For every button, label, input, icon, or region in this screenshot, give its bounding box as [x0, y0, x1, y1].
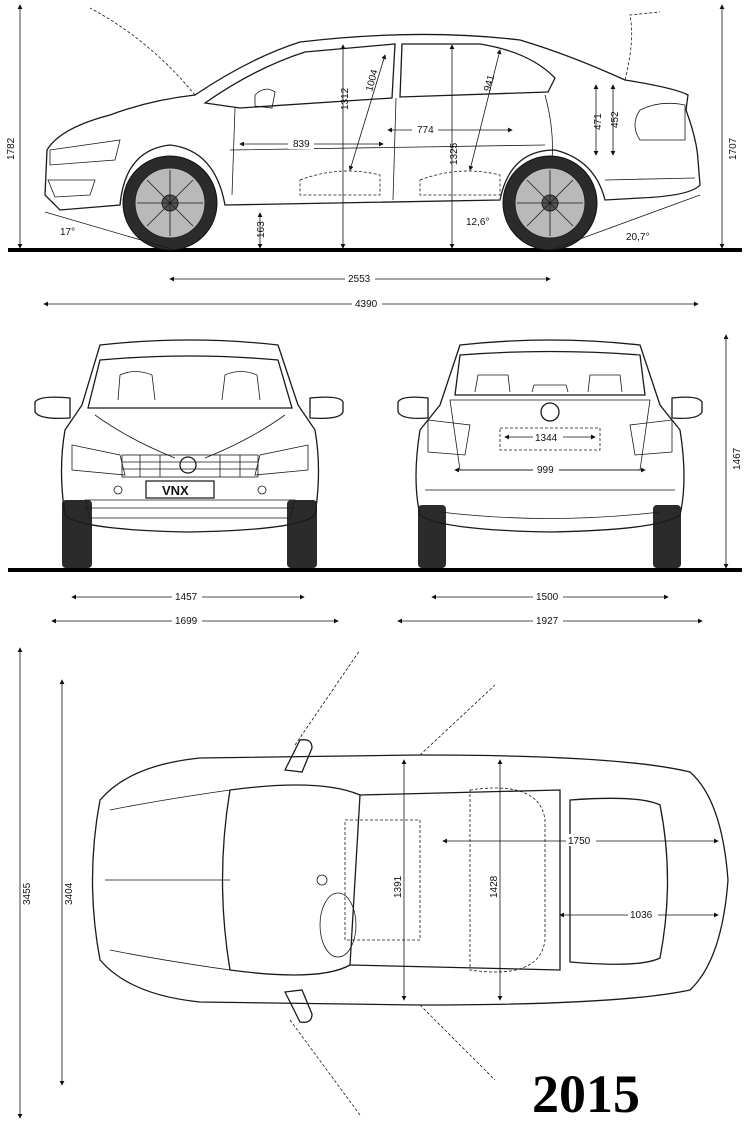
front-lower-grille: [84, 499, 296, 519]
front-body-outline: [60, 339, 320, 533]
top-windshield: [221, 784, 361, 976]
dim-front-track: 1457: [175, 592, 198, 603]
top-rear-door-arc: [419, 684, 496, 1081]
front-left-mirror: [34, 396, 71, 420]
front-left-tire: [62, 500, 92, 568]
front-vw-logo: [179, 456, 197, 474]
dim-rear-seat-height: 941: [482, 73, 497, 92]
front-windshield: [87, 355, 293, 409]
top-steering-wheel: [319, 892, 357, 958]
dim-approach-angle: 17°: [60, 227, 75, 238]
top-hood-lines: [105, 789, 231, 971]
side-view: 1782 1707 1312 1004 1325 941 471 452 163…: [6, 4, 742, 310]
dim-rear-height: 1707: [728, 137, 739, 160]
side-seats: [299, 170, 501, 196]
dim-rear-seat-span: 774: [417, 125, 434, 136]
dim-overall-length: 4390: [355, 299, 378, 310]
rear-right-mirror: [671, 396, 703, 420]
side-mirror: [254, 88, 276, 109]
top-right-mirror: [284, 989, 313, 1023]
front-headlights: [71, 444, 309, 476]
side-front-details: [47, 139, 121, 198]
dim-cabin-width-rear: 1428: [489, 875, 500, 898]
dim-trunk-depth-2: 452: [610, 111, 621, 128]
dim-trunk-opening-upper: 1344: [535, 433, 558, 444]
rear-vw-logo: [540, 402, 560, 422]
dim-rear-track: 1500: [536, 592, 559, 603]
top-body-outline: [91, 754, 729, 1006]
side-body-outline: [44, 33, 701, 211]
dim-trunk-depth-1: 471: [593, 113, 604, 130]
dim-top-overall-length: 3455: [22, 882, 33, 905]
side-rear-details: [604, 102, 696, 181]
front-right-tire: [287, 500, 317, 568]
front-license-plate: [145, 480, 215, 499]
front-grille: [121, 454, 259, 478]
rear-window: [454, 350, 646, 396]
dim-overall-height: 1782: [6, 137, 17, 160]
dim-front-headroom: 1312: [340, 87, 351, 110]
top-left-mirror: [284, 739, 313, 773]
top-seats-outline: [344, 787, 546, 973]
approach-angle-line: [44, 211, 176, 251]
dim-rear-view-height: 1467: [732, 447, 743, 470]
dim-rear-headroom: 1325: [449, 142, 460, 165]
top-roof: [349, 789, 561, 971]
front-wheel: [122, 155, 218, 251]
rear-taillights: [427, 419, 673, 456]
side-trunk-arc: [624, 11, 661, 81]
rear-view: 999 1344 1467 1500 1927: [397, 334, 743, 627]
side-windows: [203, 43, 556, 109]
departure-angle-line: [549, 194, 701, 251]
dim-wheelbase: 2553: [348, 274, 371, 285]
dim-departure-angle: 20,7°: [626, 232, 649, 243]
side-hood-arc: [89, 7, 196, 96]
dim-cabin-width-front: 1391: [393, 875, 404, 898]
rear-plate-area: [499, 427, 601, 451]
dim-ground-clearance: 163: [256, 221, 267, 238]
rear-left-mirror: [397, 396, 429, 420]
front-plate-text: VNX: [162, 483, 189, 498]
rear-wheel: [502, 155, 598, 251]
top-front-door-arc: [289, 649, 361, 1116]
front-view: VNX 1457 1699: [8, 339, 742, 627]
dim-trunk-width: 1036: [630, 910, 653, 921]
year-label: 2015: [532, 1064, 640, 1124]
dim-trunk-opening-lower: 999: [537, 465, 554, 476]
dim-front-seat-span: 839: [293, 139, 310, 150]
rear-left-tire: [418, 505, 446, 568]
front-right-mirror: [309, 396, 344, 420]
rear-body-outline: [415, 339, 685, 533]
side-door-lines: [229, 94, 553, 201]
dim-rear-width: 1927: [536, 616, 559, 627]
dim-front-width: 1699: [175, 616, 198, 627]
dim-trunk-length: 1750: [568, 836, 591, 847]
dim-ramp-angle: 12,6°: [466, 217, 489, 228]
top-view: 3455 3404 1391 1428 1750 1036: [17, 647, 729, 1119]
dim-line-rear-seat-height: [468, 49, 502, 171]
rear-bumper: [425, 489, 675, 519]
front-seats: [117, 371, 261, 401]
front-hood-lines: [94, 414, 286, 459]
top-rear-window: [569, 797, 669, 965]
dim-line-front-seat-height: [348, 54, 387, 171]
dim-interior-length: 3404: [64, 882, 75, 905]
rear-headrests: [474, 374, 623, 393]
rear-right-tire: [653, 505, 681, 568]
dim-front-seat-height: 1004: [364, 68, 380, 93]
